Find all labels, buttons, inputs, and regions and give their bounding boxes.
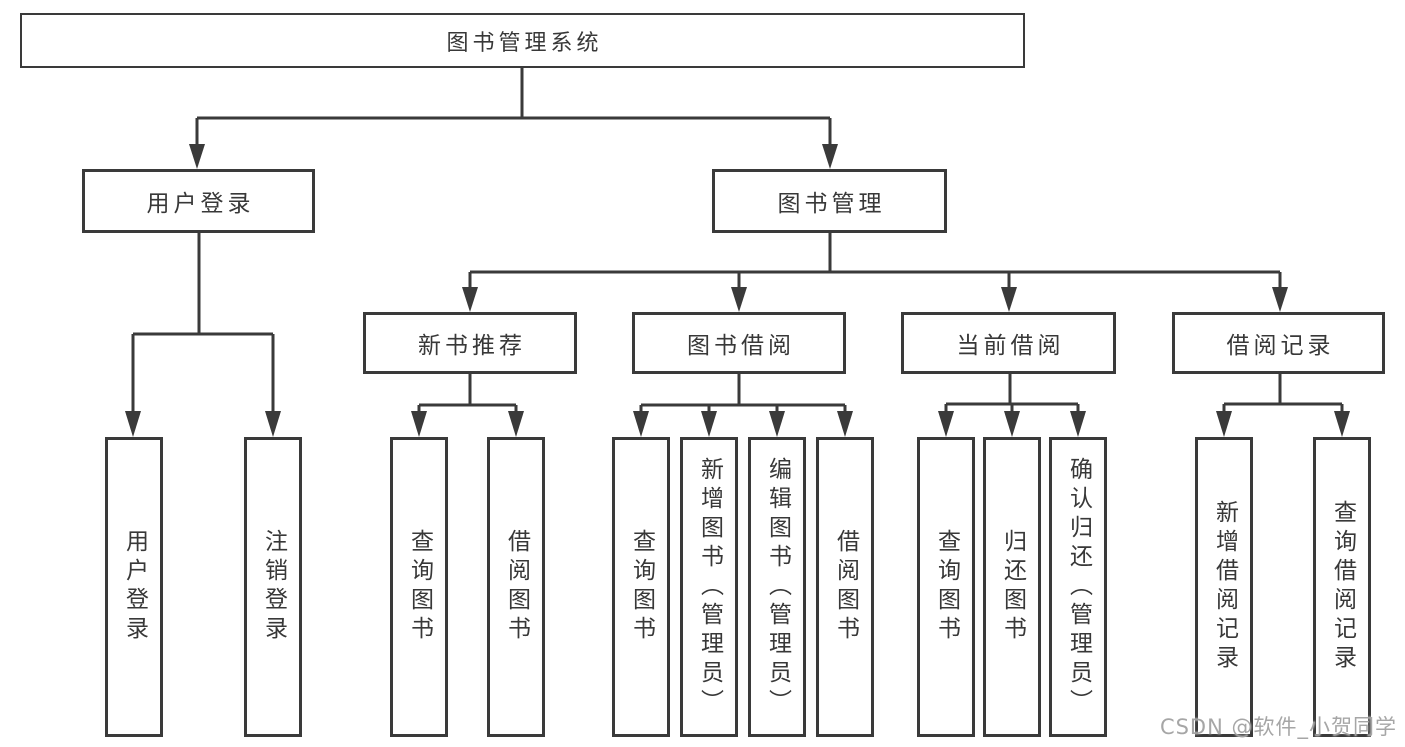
node-query-books-current: 查询图书 bbox=[917, 437, 975, 737]
node-label: 用户登录 bbox=[146, 191, 255, 217]
node-edit-books-admin: 编辑图书（管理员） bbox=[748, 437, 806, 737]
node-label: 查询图书 bbox=[406, 529, 433, 645]
node-logout: 注销登录 bbox=[244, 437, 302, 737]
node-query-borrow-record: 查询借阅记录 bbox=[1313, 437, 1371, 737]
node-confirm-return-admin: 确认归还（管理员） bbox=[1049, 437, 1107, 737]
node-label: 新增图书（管理员） bbox=[696, 456, 723, 718]
node-label: 查询图书 bbox=[933, 529, 960, 645]
node-add-borrow-record: 新增借阅记录 bbox=[1195, 437, 1253, 737]
node-current-borrow: 当前借阅 bbox=[901, 312, 1116, 374]
node-query-books-recommend: 查询图书 bbox=[390, 437, 448, 737]
node-label: 新增借阅记录 bbox=[1211, 500, 1238, 674]
node-book-borrow: 图书借阅 bbox=[632, 312, 846, 374]
node-label: 查询图书 bbox=[628, 529, 655, 645]
node-label: 注销登录 bbox=[260, 529, 287, 645]
node-label: 确认归还（管理员） bbox=[1065, 456, 1092, 718]
node-label: 图书借阅 bbox=[687, 333, 795, 359]
node-book-management: 图书管理 bbox=[712, 169, 947, 233]
node-label: 借阅记录 bbox=[1226, 333, 1335, 359]
node-label: 用户登录 bbox=[121, 529, 148, 645]
node-label: 当前借阅 bbox=[956, 333, 1065, 359]
node-user-login: 用户登录 bbox=[105, 437, 163, 737]
node-borrow-books: 借阅图书 bbox=[816, 437, 874, 737]
node-new-book-recommend: 新书推荐 bbox=[363, 312, 577, 374]
node-label: 图书管理系统 bbox=[446, 30, 603, 56]
node-label: 借阅图书 bbox=[503, 529, 530, 645]
node-borrow-records: 借阅记录 bbox=[1172, 312, 1385, 374]
node-label: 归还图书 bbox=[999, 529, 1026, 645]
node-label: 编辑图书（管理员） bbox=[764, 456, 791, 718]
node-add-books-admin: 新增图书（管理员） bbox=[680, 437, 738, 737]
node-user-login-group: 用户登录 bbox=[82, 169, 315, 233]
node-label: 查询借阅记录 bbox=[1329, 500, 1356, 674]
node-library-management-system: 图书管理系统 bbox=[20, 13, 1025, 68]
node-label: 新书推荐 bbox=[418, 333, 526, 359]
node-label: 图书管理 bbox=[777, 191, 886, 217]
node-label: 借阅图书 bbox=[832, 529, 859, 645]
node-borrow-books-recommend: 借阅图书 bbox=[487, 437, 545, 737]
node-query-books-borrow: 查询图书 bbox=[612, 437, 670, 737]
node-return-books: 归还图书 bbox=[983, 437, 1041, 737]
